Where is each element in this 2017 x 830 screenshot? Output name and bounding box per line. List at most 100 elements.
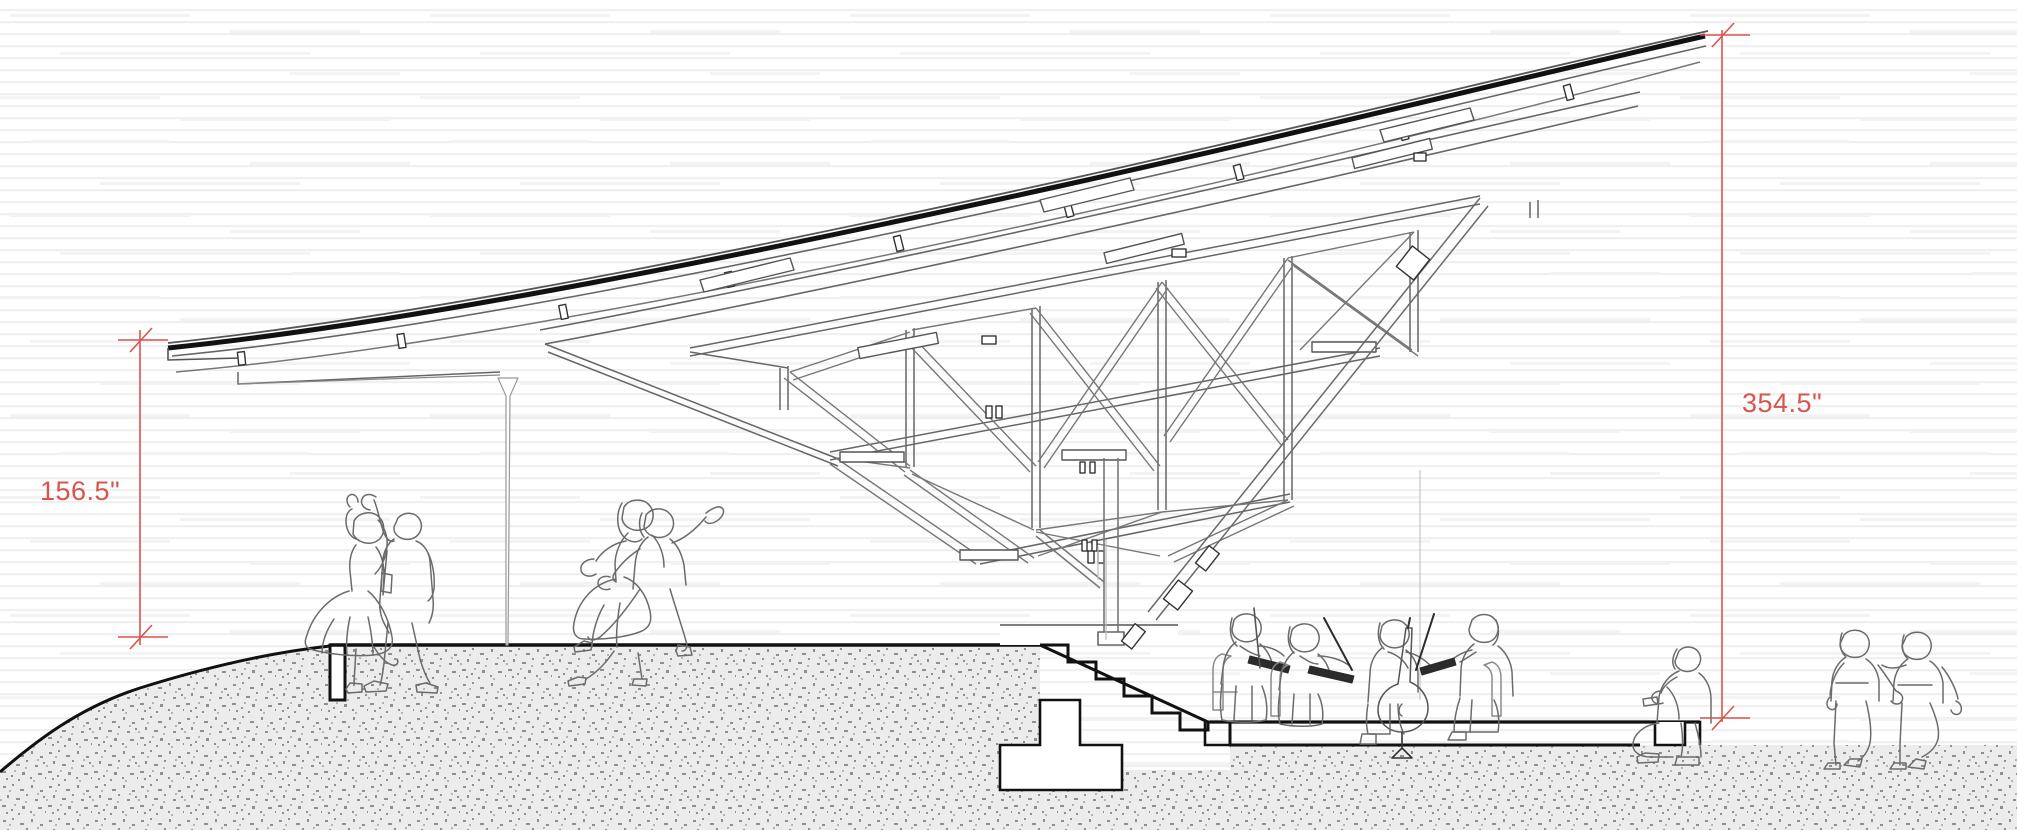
dimension-label-right: 354.5" xyxy=(1742,388,1822,418)
torso-front xyxy=(669,538,687,586)
shoe xyxy=(1843,758,1863,768)
hair xyxy=(1839,632,1846,657)
torso-back xyxy=(1892,658,1909,702)
heel-shoe xyxy=(345,682,363,694)
skirt-fold xyxy=(1291,693,1295,725)
running-child xyxy=(1823,629,1904,770)
fingering-arm xyxy=(1387,651,1409,669)
skirt-fold xyxy=(321,618,335,654)
pendant-light xyxy=(497,377,519,646)
roof-underside xyxy=(171,45,1707,357)
bolt-icon xyxy=(985,405,993,419)
skirt xyxy=(304,590,394,657)
right-footing xyxy=(1653,722,1687,747)
violin-body xyxy=(1307,665,1355,684)
arm-right xyxy=(1877,664,1897,692)
figure-dancing-couple-tango xyxy=(567,499,725,687)
hand-back xyxy=(580,558,597,577)
connector-glyph-group xyxy=(981,152,1427,564)
dimension-label-left: 156.5" xyxy=(40,476,120,506)
truss-top-chord-upper xyxy=(539,91,1641,331)
skirt xyxy=(1277,691,1324,727)
torso-front xyxy=(1865,658,1880,702)
turnbuckle-icon xyxy=(1120,622,1146,650)
truss-chord-mid-b xyxy=(689,203,1481,357)
torso-back xyxy=(379,538,395,634)
head xyxy=(1674,646,1702,673)
torso-back xyxy=(1497,645,1514,697)
shoe xyxy=(1359,733,1377,745)
pocket xyxy=(380,572,393,594)
stair-profile xyxy=(1040,643,1210,732)
body-fold xyxy=(1666,686,1680,720)
roof-clip-icon xyxy=(558,303,569,321)
musician-cellist xyxy=(1359,617,1435,759)
camera-icon xyxy=(1642,696,1659,707)
raised-arm xyxy=(373,499,395,543)
leg-front xyxy=(669,588,688,652)
heel-shoe xyxy=(631,678,648,687)
roof-clip-icon xyxy=(396,332,407,350)
slash-tick-top xyxy=(1711,22,1735,48)
hair xyxy=(1377,622,1385,650)
torso-front xyxy=(375,546,385,594)
bolt-icon xyxy=(1097,550,1105,564)
torso-front xyxy=(1459,643,1475,697)
head xyxy=(1289,623,1320,653)
shoe xyxy=(1447,731,1467,741)
roof-clip-icon xyxy=(236,350,247,366)
figure-crouching-photographer xyxy=(1632,646,1712,766)
hair xyxy=(638,512,645,538)
back xyxy=(1656,670,1680,724)
musician-violist xyxy=(1415,613,1514,741)
earth-fill-right xyxy=(1230,745,2017,830)
shoe xyxy=(1674,756,1700,766)
leg-support xyxy=(637,652,643,680)
right-slab-end xyxy=(1685,720,1702,745)
leg-right xyxy=(411,622,431,684)
leg-right xyxy=(1921,702,1940,758)
turnbuckle-icon xyxy=(1194,544,1220,572)
viola-bow xyxy=(1415,613,1435,671)
torso-back xyxy=(349,544,357,592)
roof-clip-icon xyxy=(1562,83,1575,102)
node-plate xyxy=(1061,449,1127,461)
right-arm xyxy=(427,552,435,602)
pendant-layer xyxy=(497,377,1421,700)
skirt-fold xyxy=(615,602,621,648)
truss-node-plate-group xyxy=(839,137,1433,561)
cello-f-hole xyxy=(1398,703,1403,717)
torso-back xyxy=(1830,656,1847,702)
roof-tip-return xyxy=(167,348,241,361)
leg-line xyxy=(1469,699,1473,733)
figure-string-quartet xyxy=(1212,607,1514,759)
hand-right-joined xyxy=(1890,690,1904,705)
head xyxy=(621,499,654,531)
node-plate xyxy=(1311,341,1377,353)
slab-left-return xyxy=(1203,722,1230,747)
bow-arm xyxy=(1317,655,1351,667)
bolt-icon xyxy=(1089,461,1096,474)
node-plate xyxy=(959,549,1019,561)
head xyxy=(352,512,385,544)
camera-hand xyxy=(1651,690,1664,705)
node-plate xyxy=(839,451,905,463)
hair xyxy=(1287,626,1295,654)
terrain-layer xyxy=(0,644,2017,830)
music-stand-rod xyxy=(1253,607,1261,669)
violin-bow xyxy=(1323,617,1353,671)
hair xyxy=(374,519,388,575)
shoe-left xyxy=(363,680,389,693)
head xyxy=(1839,629,1870,659)
torso-front xyxy=(1929,660,1944,704)
structure-layer xyxy=(167,30,1709,650)
left-grade-line xyxy=(0,644,331,774)
front xyxy=(1698,672,1712,724)
bow-arm xyxy=(1257,645,1285,657)
musician-violinist-seated xyxy=(1219,607,1291,723)
chair xyxy=(1212,653,1238,711)
leg-left xyxy=(1833,700,1837,766)
shoe-front xyxy=(675,644,693,657)
chair xyxy=(1483,661,1502,717)
dimension-right-height xyxy=(1700,22,1750,731)
